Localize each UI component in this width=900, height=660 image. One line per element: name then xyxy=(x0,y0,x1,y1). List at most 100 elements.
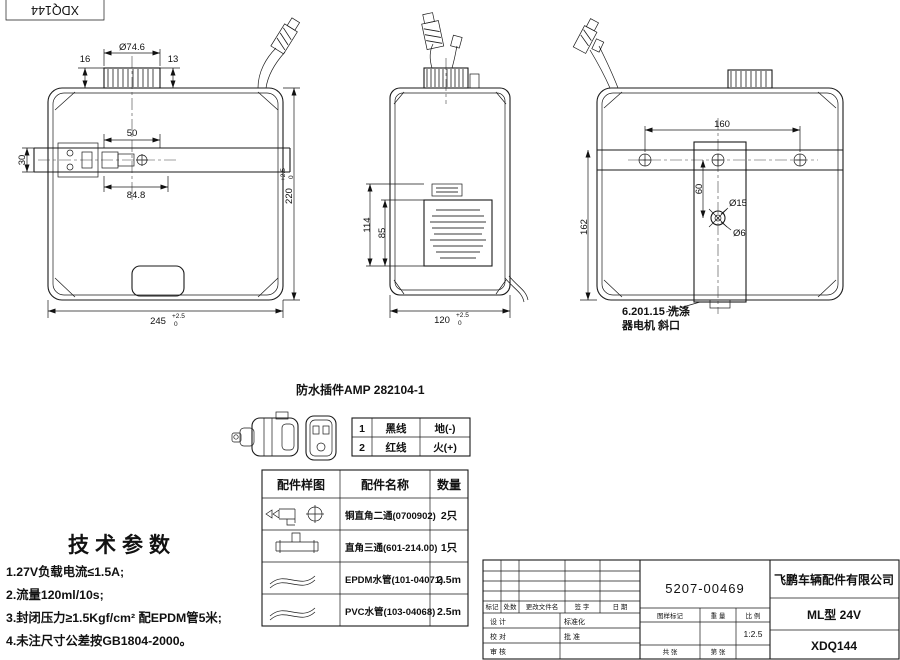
title-block: 标记 处数 更改文件名 签 字 日 期 设 计 标准化 校 对 批 准 审 核 … xyxy=(482,559,900,660)
motor-note-line2: 器电机 斜口 xyxy=(621,318,680,332)
hose-icon-pvc xyxy=(269,607,316,621)
corner-code-text: XDQ144 xyxy=(31,3,79,17)
pin-1-no: 1 xyxy=(359,423,365,435)
dim-120-tol-zero: 0 xyxy=(458,320,462,327)
filler-cap-side xyxy=(423,67,469,89)
label-scale: 比 例 xyxy=(746,611,761,620)
scale-value: 1:2.5 xyxy=(744,629,763,639)
label-drawing-mark: 图样标记 xyxy=(657,611,684,620)
label-approve: 批 准 xyxy=(564,632,580,641)
rear-view: 160 60 162 Ø15 Ø6 6.201.15 洗涤 器电机 斜口 xyxy=(572,18,844,332)
side-view: 114 85 120 +2.5 0 xyxy=(362,12,529,327)
tech-params: 技术参数 1.27V负载电流≤1.5A; 2.流量120ml/10s; 3.封闭… xyxy=(6,533,222,648)
dim-dia15: Ø15 xyxy=(729,198,747,209)
motor-note-line1: 6.201.15 洗涤 xyxy=(622,304,690,318)
filler-cap xyxy=(103,67,161,89)
parts-header-name: 配件名称 xyxy=(361,477,409,492)
tech-param-4: 4.未注尺寸公差按GB1804-2000。 xyxy=(6,633,192,648)
side-dimensions: 114 85 120 +2.5 0 xyxy=(362,183,511,327)
dim-85: 85 xyxy=(377,228,388,239)
drawing-number: 5207-00469 xyxy=(665,581,744,596)
pin-2-signal: 火(+) xyxy=(433,442,457,454)
dim-60: 60 xyxy=(694,184,705,195)
part-row-2-qty: 1只 xyxy=(441,542,458,554)
dim-cap-diameter: Ø74.6 xyxy=(119,42,145,53)
label-count: 处数 xyxy=(504,602,518,611)
part-row-4-qty: 2.5m xyxy=(437,606,461,618)
drawing-code: XDQ144 xyxy=(811,639,857,653)
front-dimensions: Ø74.6 16 13 50 30 84.8 220 +2.5 0 xyxy=(17,42,300,328)
dim-120: 120 xyxy=(434,315,450,326)
dim-245-tol-zero: 0 xyxy=(174,321,178,328)
tech-param-2: 2.流量120ml/10s; xyxy=(6,587,104,602)
rear-dimensions: 160 60 162 Ø15 Ø6 xyxy=(579,119,801,301)
part-row-3-qty: 2.5m xyxy=(437,574,461,586)
part-row-1-name: 铜直角二通(0700902) xyxy=(345,510,436,522)
wire-harness-side xyxy=(429,43,458,69)
part-row-3-name: EPDM水管(101-04071) xyxy=(345,574,443,586)
label-change-doc: 更改文件名 xyxy=(526,602,559,611)
hole-15 xyxy=(710,210,726,226)
dim-245-tol-plus: +2.5 xyxy=(172,313,185,320)
wire-connector-side xyxy=(421,12,445,50)
wire-connector-rear xyxy=(572,18,599,54)
label-date: 日 期 xyxy=(613,603,628,611)
hose-icon-epdm xyxy=(269,575,316,589)
tech-param-3: 3.封闭压力≥1.5Kgf/cm² 配EPDM管5米; xyxy=(6,610,222,625)
connector-plug-drawing xyxy=(231,411,299,457)
part-row-4-name: PVC水管(103-04068) xyxy=(345,606,435,618)
tech-params-title: 技术参数 xyxy=(68,533,176,557)
part-row-2-name: 直角三通(601-214.00) xyxy=(345,542,437,554)
dim-245: 245 xyxy=(150,316,166,327)
dim-160: 160 xyxy=(714,119,730,130)
label-signature: 签 字 xyxy=(575,602,590,611)
parts-header-sample: 配件样图 xyxy=(277,477,325,492)
tee-fitting-icon xyxy=(275,532,319,553)
dim-16: 16 xyxy=(80,54,91,65)
pin-2-wire: 红线 xyxy=(386,441,407,454)
connector-face-view xyxy=(305,415,337,461)
mounting-strap-rear xyxy=(597,149,843,171)
label-sheet-no: 第 张 xyxy=(711,647,726,656)
label-mark: 标记 xyxy=(486,602,500,611)
company-name: 飞鹏车辆配件有限公司 xyxy=(774,572,894,587)
connector-title: 防水插件AMP 282104-1 xyxy=(296,382,425,397)
dim-50: 50 xyxy=(127,128,138,139)
label-standardization: 标准化 xyxy=(564,617,585,626)
filler-cap-rear xyxy=(727,69,773,89)
parts-header-qty: 数量 xyxy=(437,477,461,492)
tank-outline xyxy=(47,87,284,301)
hole-6 xyxy=(714,214,722,222)
dim-162: 162 xyxy=(579,219,590,235)
wire-connector xyxy=(270,17,301,55)
part-row-1-qty: 2只 xyxy=(441,510,458,522)
label-weight: 重 量 xyxy=(711,612,726,620)
dim-84-8: 84.8 xyxy=(127,190,146,201)
mounting-strap xyxy=(33,142,291,178)
dim-220: 220 xyxy=(284,188,295,204)
front-view: Ø74.6 16 13 50 30 84.8 220 +2.5 0 xyxy=(17,17,301,328)
tech-param-1: 1.27V负载电流≤1.5A; xyxy=(6,564,124,579)
bottom-recess xyxy=(131,265,185,297)
label-check: 校 对 xyxy=(490,632,506,641)
corner-code-block: XDQ144 xyxy=(5,0,105,21)
dim-dia6: Ø6 xyxy=(733,228,746,239)
dim-114: 114 xyxy=(362,217,373,232)
wire-harness xyxy=(257,47,286,89)
parts-table: 配件样图 配件名称 数量 铜直角二通(0700902) 2只 直角三通(601-… xyxy=(261,469,469,627)
dim-220-tol-plus: +2.5 xyxy=(280,168,287,181)
outlet-hose xyxy=(504,275,529,303)
pin-2-no: 2 xyxy=(359,442,365,454)
nameplate xyxy=(423,183,493,267)
dim-13: 13 xyxy=(168,54,179,65)
connector-pin-table: 1 黑线 地(-) 2 红线 火(+) xyxy=(351,417,471,457)
wire-harness-rear xyxy=(589,45,619,89)
pin-1-signal: 地(-) xyxy=(435,422,456,435)
dim-30: 30 xyxy=(17,155,28,166)
bracket-plate xyxy=(693,141,747,309)
dim-120-tol-plus: +2.5 xyxy=(456,312,469,319)
label-review: 审 核 xyxy=(490,647,506,656)
label-sheet-total: 共 张 xyxy=(663,647,678,656)
